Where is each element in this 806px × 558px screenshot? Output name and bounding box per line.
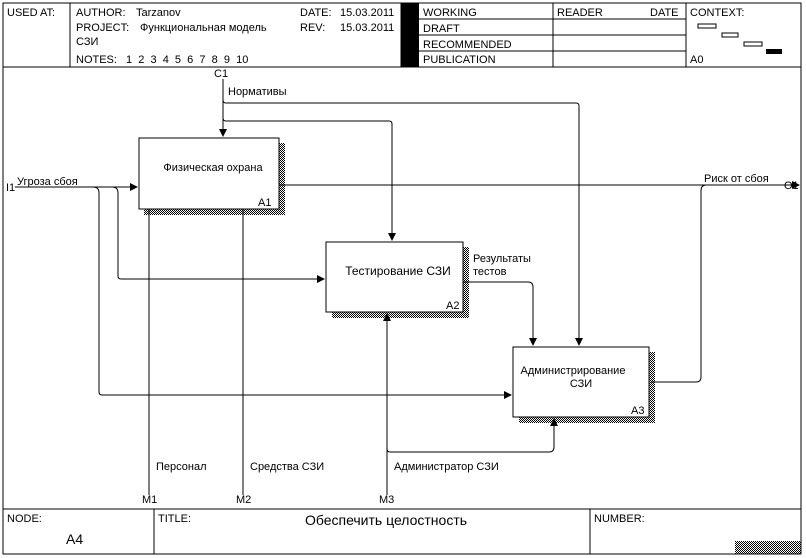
author-value: Tarzanov — [136, 7, 181, 19]
rev-label: REV: — [300, 22, 325, 34]
node-label: NODE: — [7, 513, 42, 525]
diagram-title: Обеспечить целостность — [305, 512, 467, 528]
input-arrow-to-a2 — [111, 186, 325, 283]
date-value: 15.03.2011 — [340, 7, 394, 19]
input-code-i1: I1 — [6, 182, 15, 194]
project-value: Функциональная модель — [140, 22, 267, 34]
activity-box-a1[interactable]: Физическая охрана A1 — [138, 137, 280, 210]
activity-box-a3[interactable]: Администрирование СЗИ A3 — [512, 346, 650, 418]
box-a2-number: A2 — [446, 300, 459, 312]
output-label: Риск от сбоя — [704, 173, 769, 185]
notes-label: NOTES: — [76, 54, 117, 66]
context-label: CONTEXT: — [690, 7, 744, 19]
status-publication: PUBLICATION — [423, 54, 496, 66]
header: USED AT: AUTHOR: Tarzanov PROJECT: Функц… — [3, 3, 801, 68]
mechanism-code-m1: M1 — [142, 494, 157, 506]
box-a1-label: Физическая охрана — [163, 162, 263, 174]
status-draft: DRAFT — [423, 23, 460, 35]
author-label: AUTHOR: — [76, 7, 126, 19]
status-recommended: RECOMMENDED — [423, 39, 512, 51]
box-a3-number: A3 — [631, 405, 644, 417]
context-node: A0 — [690, 54, 703, 66]
arrows — [15, 79, 800, 495]
results-label-line1: Результаты — [473, 253, 531, 265]
rev-value: 15.03.2011 — [340, 22, 394, 34]
mechanism-m3-arrow-to-a3 — [386, 418, 558, 453]
project-label: PROJECT: — [76, 22, 129, 34]
number-hatch — [735, 541, 801, 554]
project-value-line2: СЗИ — [76, 36, 98, 48]
results-label-line2: тестов — [473, 266, 507, 278]
box-a3-label-line2: СЗИ — [570, 378, 592, 390]
reader-label: READER — [557, 7, 603, 19]
control-arrow-to-a2 — [222, 117, 396, 241]
box-a2-label: Тестирование СЗИ — [345, 264, 451, 278]
mechanism-m1-label: Персонал — [156, 461, 207, 473]
context-thumbnail — [697, 23, 782, 54]
title-label: TITLE: — [158, 513, 191, 525]
reader-date-label: DATE — [650, 7, 679, 19]
activity-box-a2[interactable]: Тестирование СЗИ A2 — [325, 241, 464, 313]
input-arrow-to-a3 — [92, 186, 512, 399]
arrow-labels: C1 Нормативы I1 Угроза сбоя Риск от сбоя… — [6, 68, 799, 506]
node-value: A4 — [66, 531, 83, 547]
notes-value: 1 2 3 4 5 6 7 8 9 10 — [126, 54, 248, 66]
mechanism-code-m3: M3 — [379, 494, 394, 506]
box-a3-label-line1: Администрирование — [521, 365, 626, 377]
footer: NODE: A4 TITLE: Обеспечить целостность N… — [3, 508, 801, 554]
status-working: WORKING — [423, 7, 477, 19]
box-a1-number: A1 — [258, 197, 271, 209]
number-label: NUMBER: — [594, 513, 645, 525]
control-code-c1: C1 — [214, 68, 228, 80]
control-label: Нормативы — [228, 86, 287, 98]
date-label: DATE: — [300, 7, 332, 19]
status-marker — [401, 3, 419, 67]
input-label: Угроза сбоя — [17, 176, 78, 188]
mechanism-m2-label: Средства СЗИ — [250, 461, 324, 473]
results-arrow — [463, 281, 537, 346]
output-code-o1: O1 — [784, 180, 799, 192]
a3-output-line — [651, 184, 707, 383]
mechanism-m3-label: Администратор СЗИ — [394, 461, 499, 473]
used-at-label: USED AT: — [7, 7, 55, 19]
mechanism-code-m2: M2 — [236, 494, 251, 506]
